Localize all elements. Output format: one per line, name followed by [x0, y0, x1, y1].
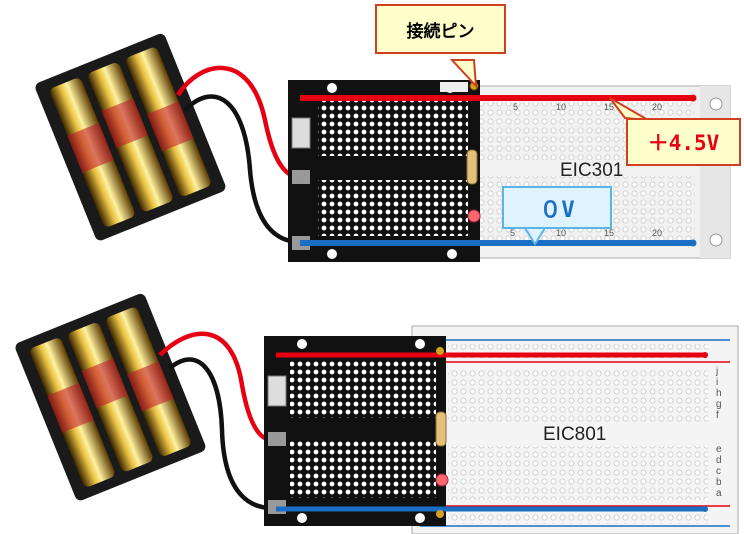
col-number: 5	[510, 228, 515, 238]
board-label-eic301: EIC301	[560, 160, 624, 181]
black-wire-top	[183, 94, 301, 245]
led-bottom	[435, 473, 449, 487]
svg-text:g: g	[716, 399, 722, 410]
battery-box-bottom	[15, 293, 206, 501]
pcb-top	[288, 80, 480, 262]
plus-voltage-callout: ＋4.5V	[626, 118, 741, 166]
connect-pin-pointer	[449, 59, 478, 89]
row-letters: j i h g f e d c b a	[715, 366, 722, 499]
zero-voltage-callout: ０V	[502, 186, 612, 229]
svg-text:c: c	[716, 466, 721, 477]
battery-box-top	[35, 33, 226, 241]
col-number: 15	[604, 102, 614, 112]
svg-text:h: h	[716, 388, 722, 399]
pcb-bottom	[264, 336, 446, 526]
svg-text:a: a	[716, 488, 722, 499]
col-number: 15	[604, 228, 614, 238]
col-number: 20	[652, 228, 662, 238]
breadboard-eic801	[411, 325, 739, 534]
svg-text:f: f	[716, 410, 719, 421]
col-number: 10	[556, 102, 566, 112]
svg-text:j: j	[715, 366, 718, 377]
black-wire-bottom	[168, 357, 273, 511]
connect-pin-callout: 接続ピン	[375, 4, 506, 54]
red-wire-top	[176, 65, 301, 179]
col-number: 10	[556, 228, 566, 238]
col-number: 5	[513, 102, 518, 112]
zero-voltage-label: ０V	[539, 197, 575, 223]
plus-voltage-label: ＋4.5V	[647, 131, 720, 155]
resistor-bottom	[435, 411, 447, 447]
connect-pin-label: 接続ピン	[406, 21, 475, 42]
svg-text:d: d	[716, 455, 722, 466]
led-top	[467, 209, 481, 223]
board-label-eic801: EIC801	[543, 424, 607, 445]
svg-text:e: e	[716, 444, 722, 455]
svg-text:b: b	[716, 477, 722, 488]
svg-text:i: i	[716, 377, 718, 388]
resistor-top	[466, 149, 478, 185]
col-number: 20	[652, 102, 662, 112]
red-wire-bottom	[158, 331, 273, 443]
